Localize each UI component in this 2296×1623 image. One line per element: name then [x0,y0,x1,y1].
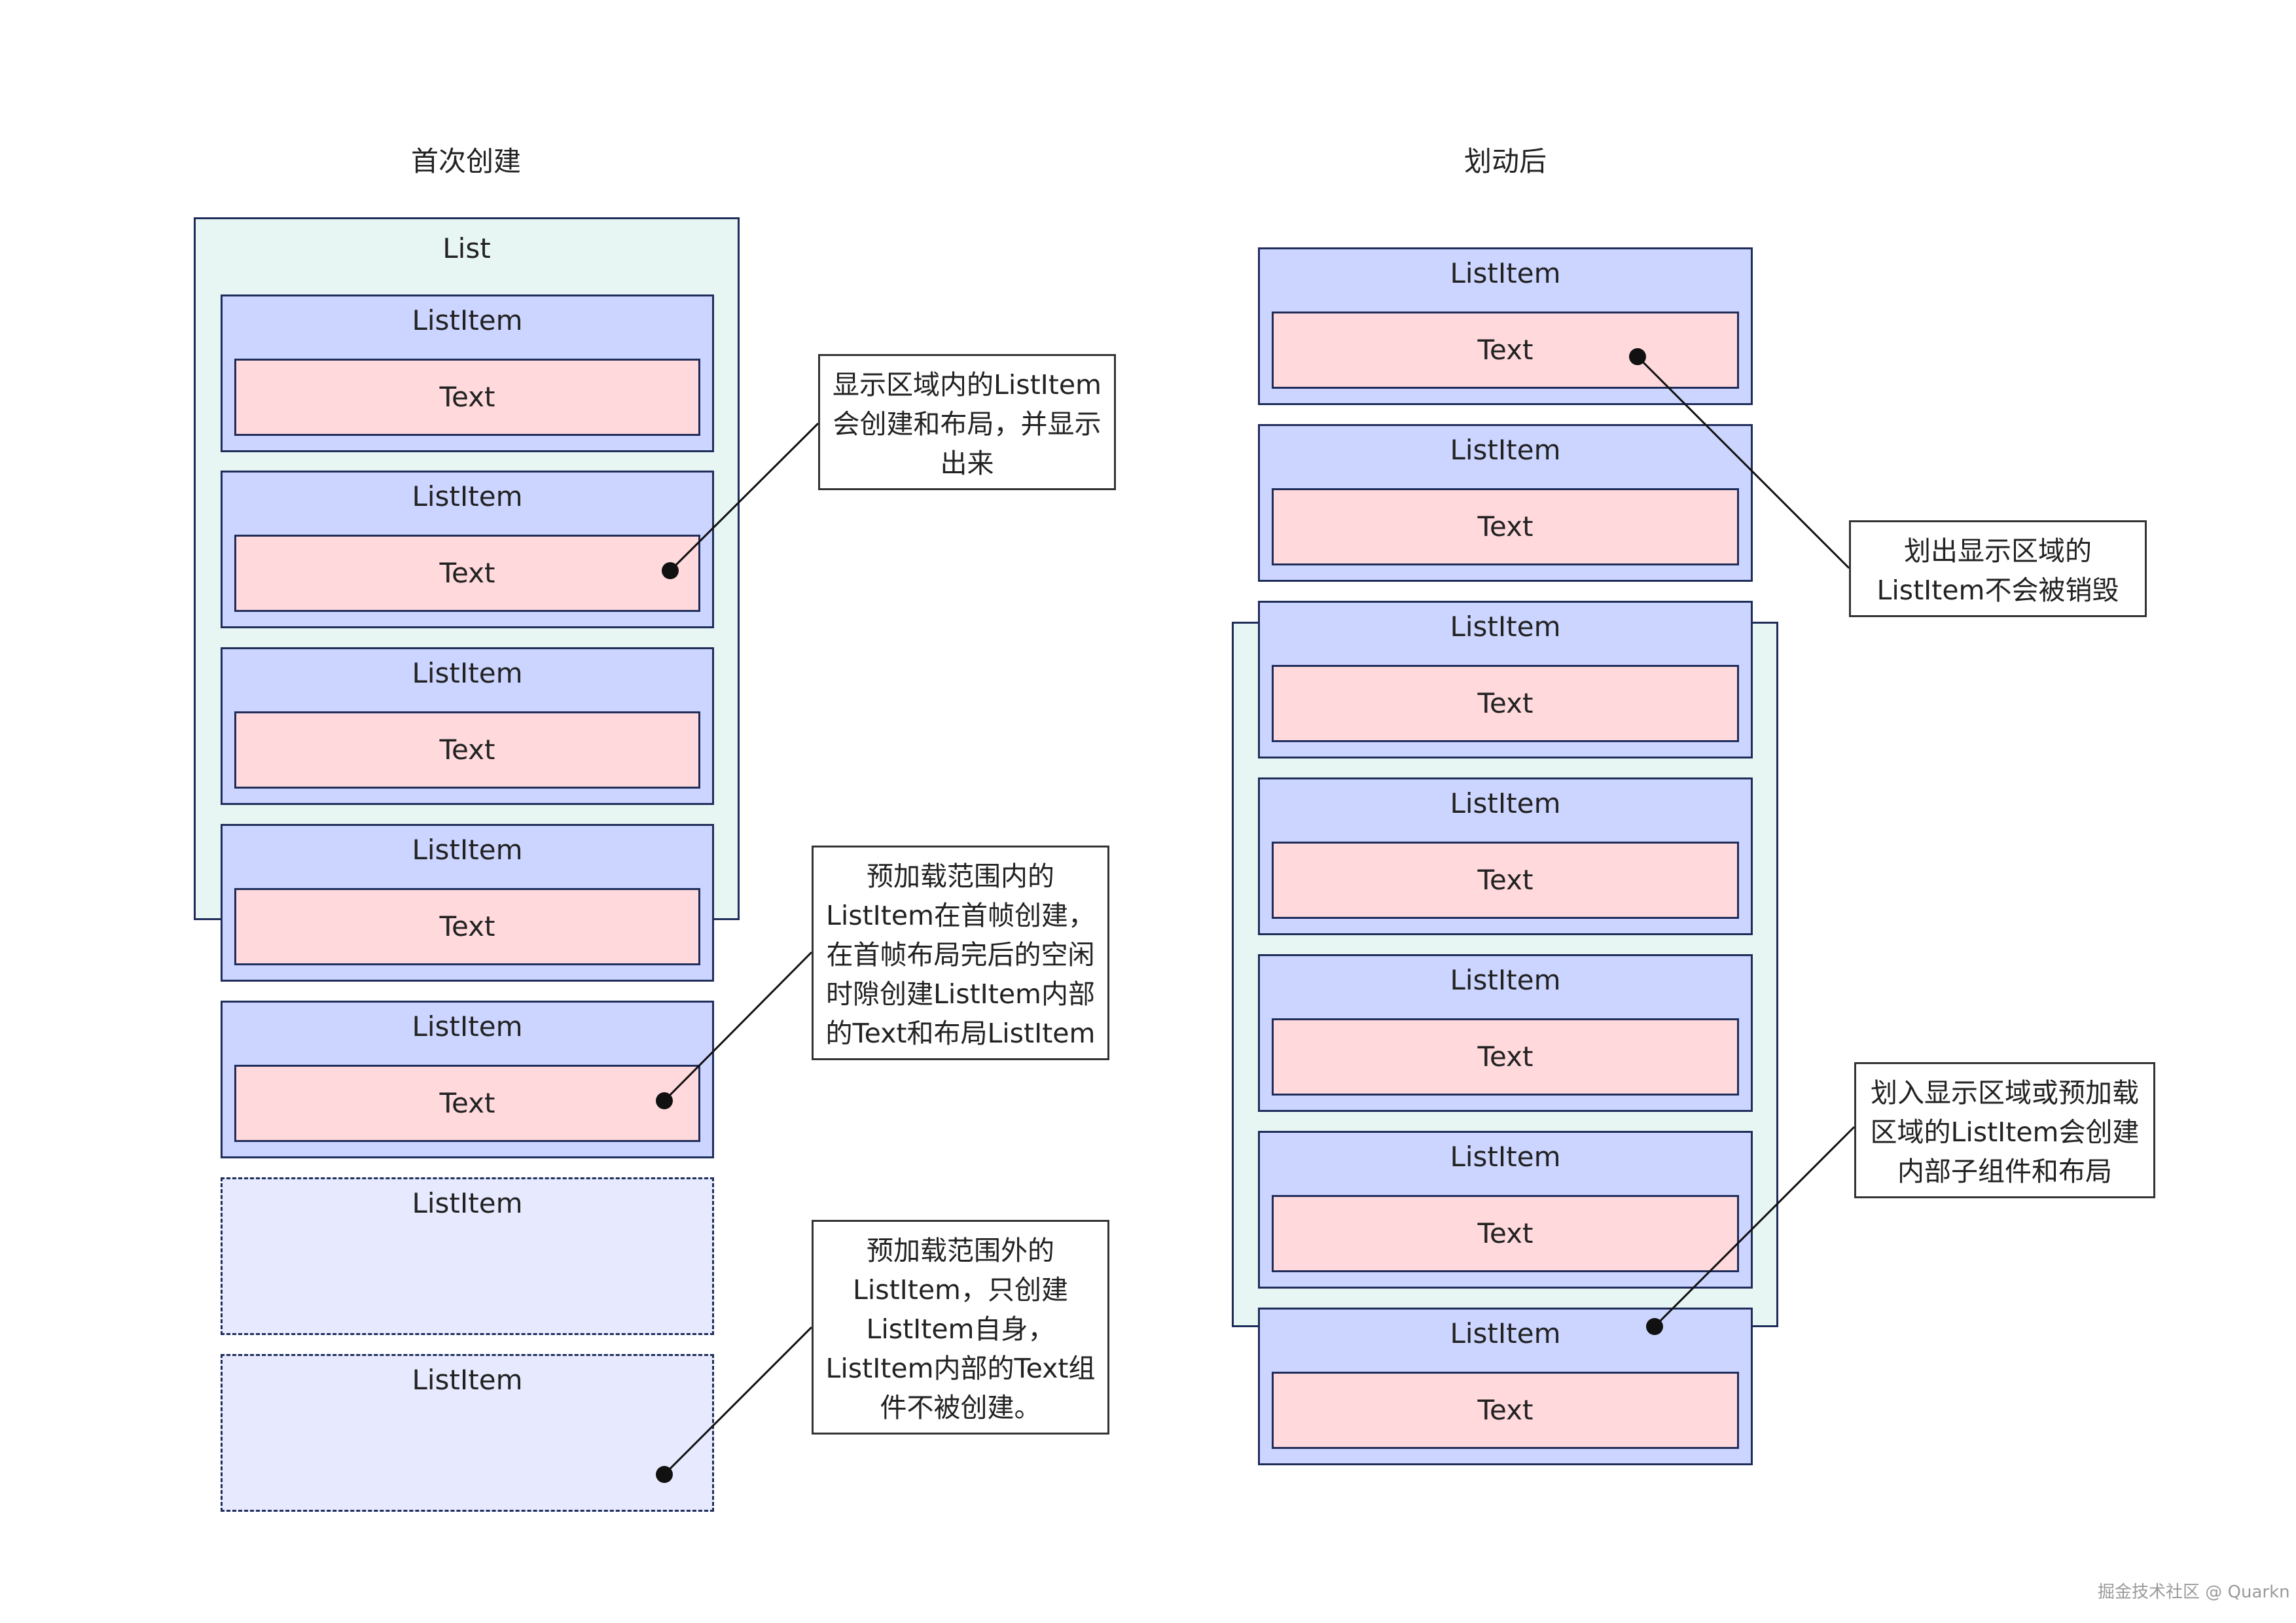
list-item-label: ListItem [1450,434,1561,466]
text-component-label: Text [1477,1217,1534,1249]
connector-line [669,422,819,572]
list-item-label: ListItem [1450,1141,1561,1173]
list-item: ListItem Text [221,647,714,805]
connector-line [1636,355,1850,569]
anchor-dot [656,1092,673,1109]
list-item-label: ListItem [1450,787,1561,819]
annotation-note: 预加载范围外的 ListItem，只创建 ListItem自身， ListIte… [812,1220,1109,1435]
list-item-label: ListItem [1450,964,1561,996]
list-label: List [442,232,491,264]
annotation-note: 显示区域内的ListItem 会创建和布局，并显示 出来 [818,354,1116,490]
list-item-label: ListItem [412,304,523,336]
text-component-label: Text [439,1087,495,1119]
text-component-label: Text [1477,1041,1534,1073]
text-component-label: Text [1477,510,1534,543]
list-item-uncreated-children: ListItem [221,1354,714,1512]
text-component: Text [1272,665,1739,742]
list-item: ListItem Text [221,294,714,452]
text-component: Text [1272,1018,1739,1096]
text-component: Text [234,535,700,612]
annotation-note: 划入显示区域或预加载 区域的ListItem会创建 内部子组件和布局 [1854,1062,2155,1198]
list-item: ListItem Text [1258,1308,1753,1465]
text-component: Text [1272,842,1739,919]
text-component: Text [234,359,700,436]
list-item: ListItem Text [221,471,714,628]
anchor-dot [1629,348,1646,365]
annotation-note: 划出显示区域的 ListItem不会被销毁 [1849,520,2147,617]
text-component: Text [1272,488,1739,565]
list-item-label: ListItem [412,1187,523,1219]
list-item-label: ListItem [1450,257,1561,289]
list-item-label: ListItem [412,657,523,689]
text-component-label: Text [1477,334,1534,366]
text-component-label: Text [1477,1394,1534,1426]
text-component: Text [1272,1372,1739,1449]
list-item: ListItem Text [1258,954,1753,1112]
anchor-dot [656,1466,673,1483]
watermark: 掘金技术社区 @ Quarkn [2098,1582,2290,1602]
list-item-label: ListItem [412,1010,523,1043]
list-item-uncreated-children: ListItem [221,1177,714,1335]
text-component-label: Text [439,910,495,942]
list-item: ListItem Text [221,824,714,982]
text-component-label: Text [439,734,495,766]
text-component: Text [234,1065,700,1142]
text-component: Text [1272,312,1739,389]
connector-line [1653,1126,1856,1328]
list-item-label: ListItem [1450,611,1561,643]
list-item: ListItem Text [221,1001,714,1158]
right-column-title: 划动后 [1463,145,1547,177]
list-item: ListItem Text [1258,247,1753,405]
list-item-label: ListItem [412,480,523,512]
connector-line [663,951,813,1102]
list-item: ListItem Text [1258,601,1753,758]
anchor-dot [1646,1318,1663,1335]
text-component: Text [1272,1195,1739,1272]
text-component-label: Text [439,381,495,413]
list-item-label: ListItem [412,834,523,866]
text-component: Text [234,711,700,789]
left-column-title: 首次创建 [410,145,521,177]
list-item: ListItem Text [1258,424,1753,582]
list-item-label: ListItem [412,1364,523,1396]
anchor-dot [662,562,679,579]
list-item: ListItem Text [1258,777,1753,935]
text-component: Text [234,888,700,965]
text-component-label: Text [1477,687,1534,719]
list-item: ListItem Text [1258,1131,1753,1289]
text-component-label: Text [1477,864,1534,896]
list-item-label: ListItem [1450,1317,1561,1349]
annotation-note: 预加载范围内的 ListItem在首帧创建， 在首帧布局完后的空闲 时隙创建Li… [812,846,1109,1060]
text-component-label: Text [439,557,495,589]
connector-line [663,1326,813,1476]
